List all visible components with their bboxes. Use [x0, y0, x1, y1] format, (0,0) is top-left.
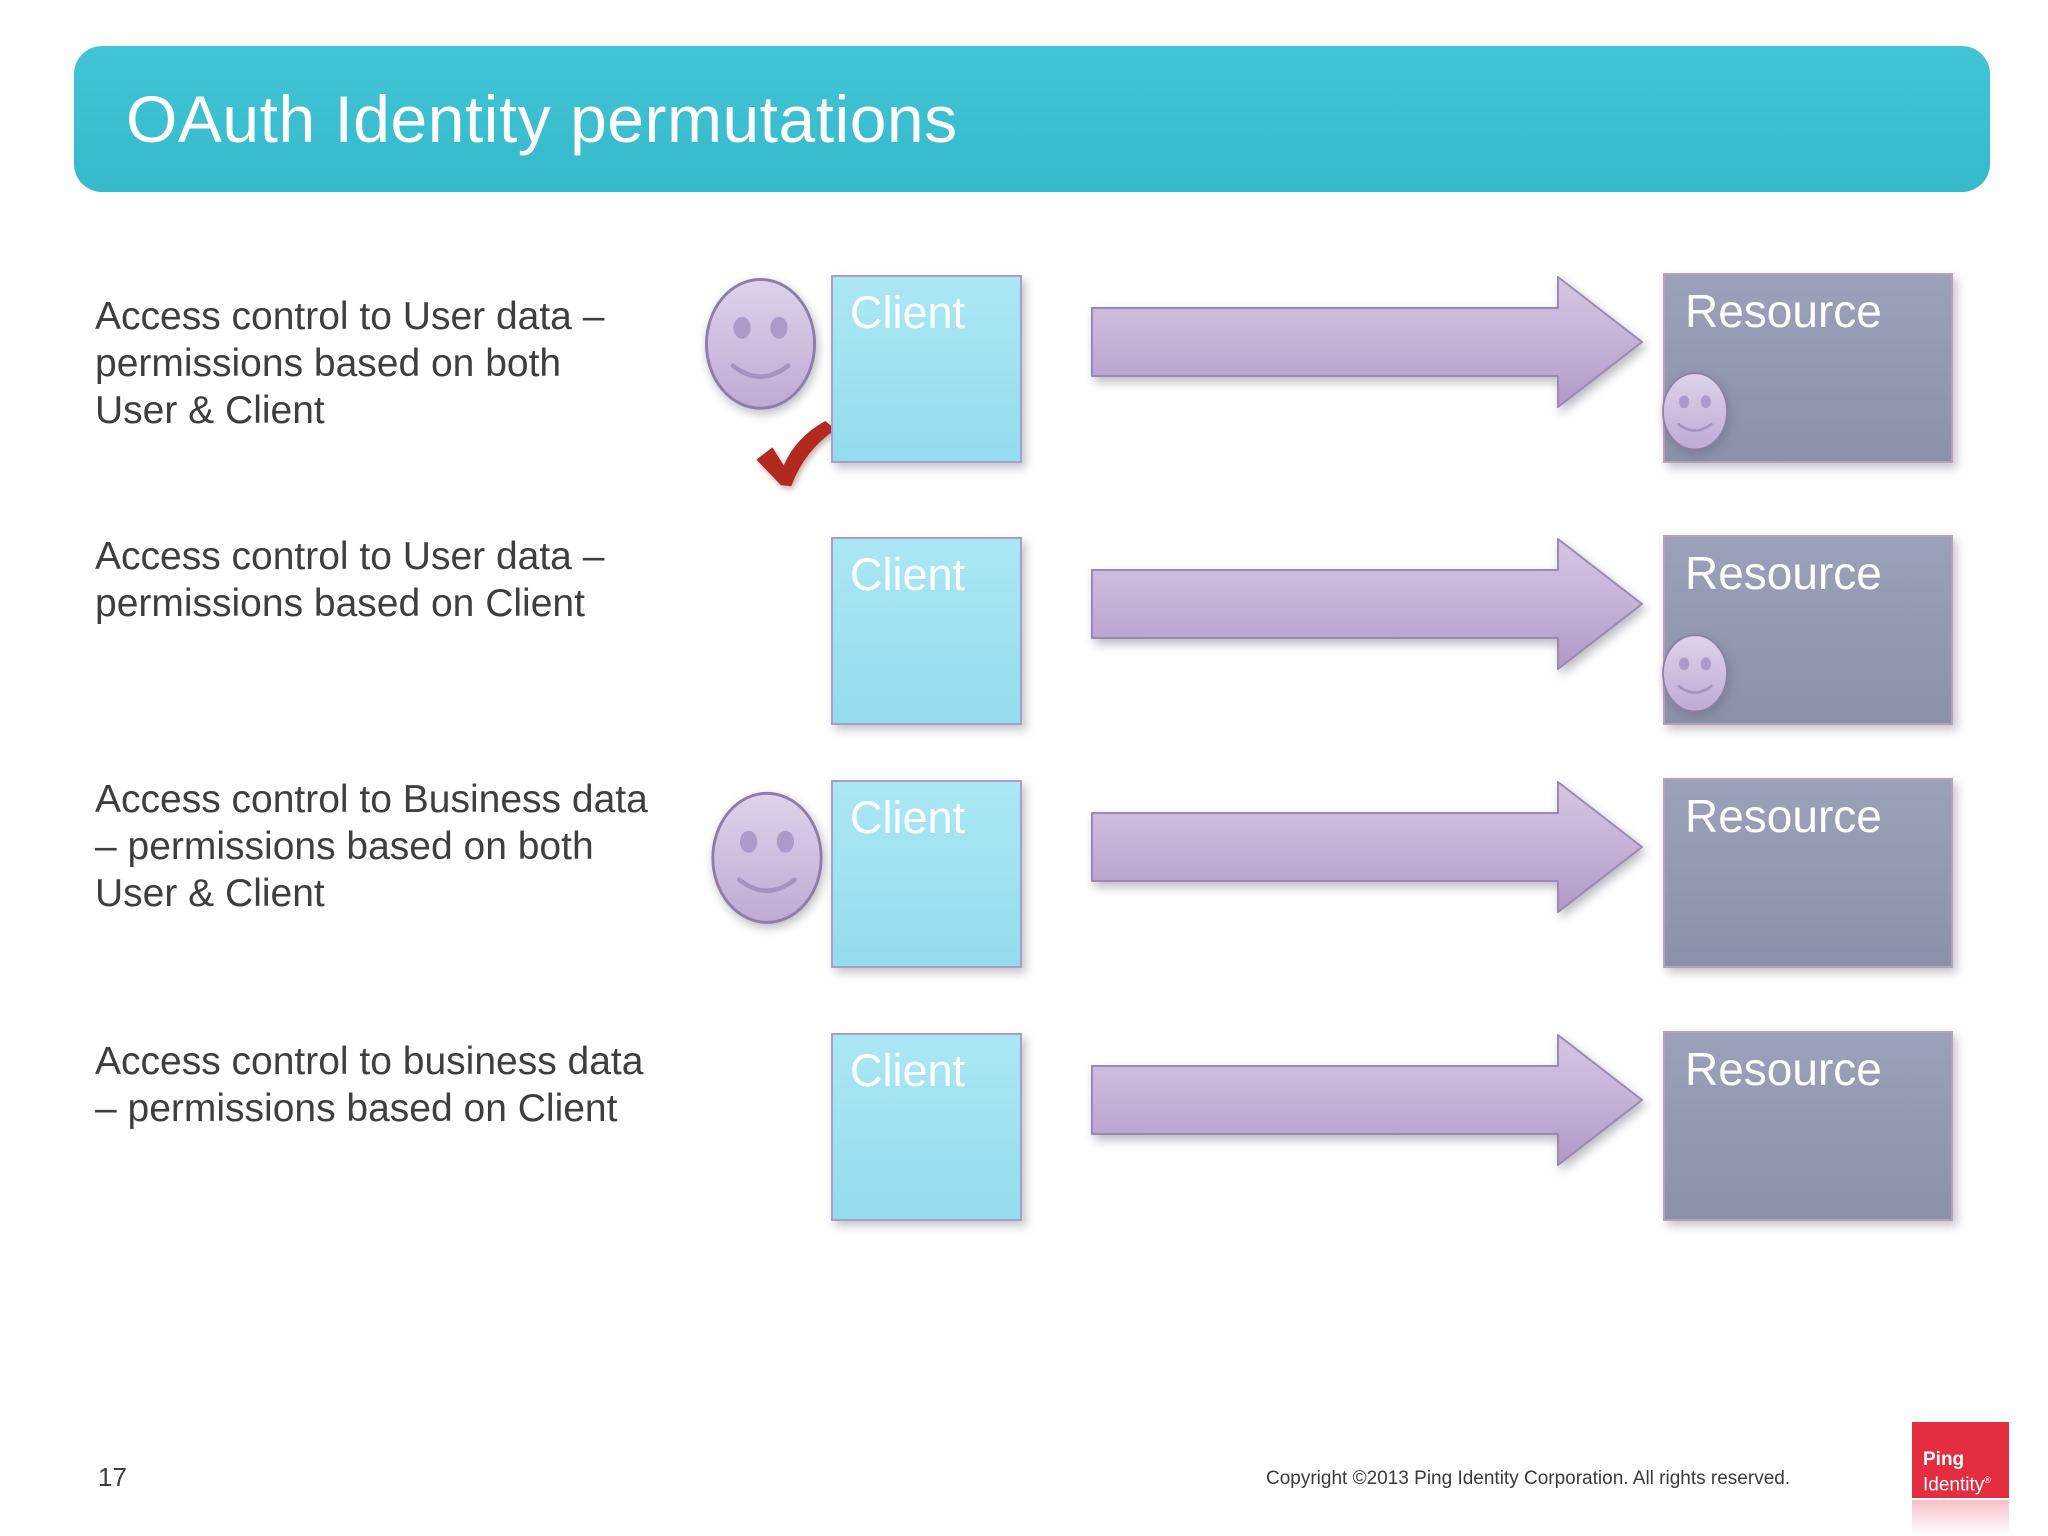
resource-box: Resource [1663, 1031, 1953, 1221]
resource-user-smiley-icon [1661, 358, 1729, 466]
logo-line2: Identity® [1923, 1474, 1991, 1496]
resource-label: Resource [1685, 285, 1882, 337]
arrow-right-icon [1090, 274, 1646, 410]
resource-label: Resource [1685, 1043, 1882, 1095]
resource-box: Resource [1663, 273, 1953, 463]
arrow-right-icon [1090, 779, 1646, 915]
user-smiley-icon [706, 791, 828, 927]
resource-label: Resource [1685, 547, 1882, 599]
resource-label: Resource [1685, 790, 1882, 842]
row-description: Access control to business data – permis… [95, 1040, 644, 1130]
resource-box: Resource [1663, 778, 1953, 968]
row-description: Access control to User data – permission… [95, 295, 605, 432]
row-description: Access control to Business data – permis… [95, 778, 648, 915]
user-smiley-icon [703, 276, 818, 414]
client-label: Client [850, 549, 966, 600]
client-box: Client [831, 780, 1022, 968]
logo-reflection [1912, 1500, 2009, 1536]
client-label: Client [850, 287, 966, 338]
client-label: Client [850, 1045, 966, 1096]
row-description: Access control to User data – permission… [95, 535, 605, 625]
arrow-right-icon [1090, 536, 1646, 672]
client-box: Client [831, 1033, 1022, 1221]
client-box: Client [831, 537, 1022, 725]
copyright-text: Copyright ©2013 Ping Identity Corporatio… [1266, 1468, 1791, 1489]
page-title: OAuth Identity permutations [126, 82, 958, 156]
checkmark-icon [752, 420, 840, 488]
logo-line1: Ping [1923, 1449, 1965, 1470]
client-box: Client [831, 275, 1022, 463]
header-banner: OAuth Identity permutations [74, 46, 1990, 192]
client-label: Client [850, 792, 966, 843]
ping-identity-logo: Ping Identity® [1912, 1422, 2009, 1498]
arrow-right-icon [1090, 1032, 1646, 1168]
page-number: 17 [98, 1462, 127, 1492]
resource-user-smiley-icon [1661, 620, 1729, 728]
